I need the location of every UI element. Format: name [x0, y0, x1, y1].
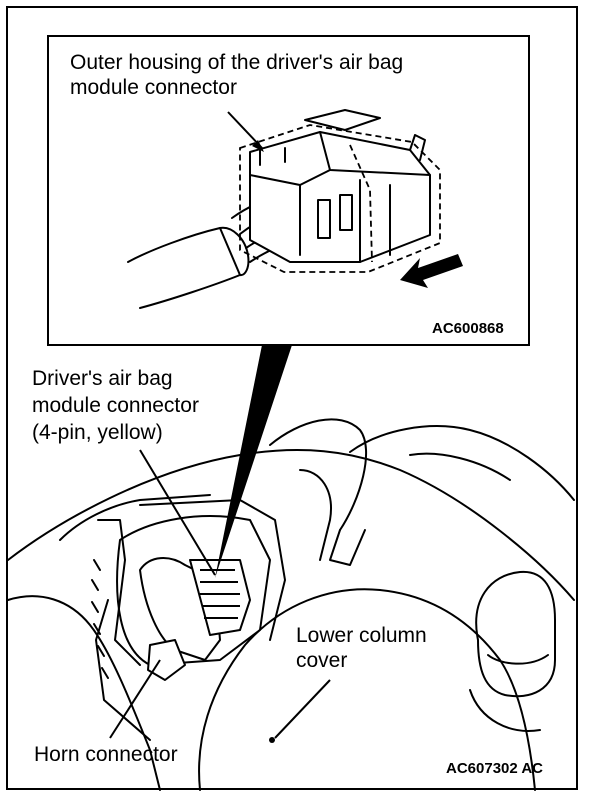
lower-cover-dot	[269, 737, 275, 743]
magnification-pointer	[215, 345, 292, 578]
outer-housing-outline	[239, 124, 441, 273]
driver-connector-drawing	[139, 557, 251, 681]
main-figure-code: AC607302 AC	[446, 760, 543, 777]
lower-column-cover-drawing	[7, 418, 575, 791]
leader-lines	[109, 449, 331, 739]
driver-connector-label: Driver's air bag module connector (4-pin…	[32, 367, 199, 444]
lower-column-cover-label: Lower column cover	[296, 624, 427, 672]
housing-leader-arrowhead	[252, 140, 264, 152]
outer-housing-label: Outer housing of the driver's air bag mo…	[70, 51, 404, 99]
pull-direction-arrow	[400, 254, 463, 288]
inset-figure-code: AC600868	[432, 320, 504, 337]
horn-connector-label: Horn connector	[34, 743, 178, 766]
inset-connector-drawing	[127, 109, 431, 309]
